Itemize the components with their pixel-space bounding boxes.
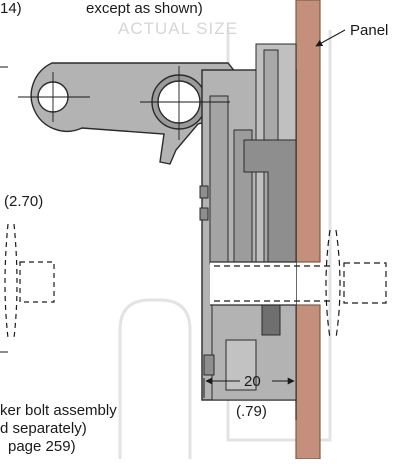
bottom-dimension-mm: 20 (244, 373, 261, 390)
bolt-through (214, 229, 387, 339)
center-lines (18, 66, 230, 140)
dimension-bottom (203, 377, 297, 420)
panel-label: Panel (350, 22, 389, 39)
rocker-bolt-left (4, 223, 55, 339)
bottom-dimension-in: (.79) (236, 403, 267, 420)
panel (295, 0, 321, 460)
header-center-fragment: except as shown) (86, 0, 203, 17)
header-left-fragment: 14) (0, 0, 22, 17)
note-line-2: d separately) (0, 420, 87, 437)
note-line-1: ker bolt assembly (0, 402, 117, 419)
actual-size-watermark: ACTUAL SIZE (118, 19, 238, 38)
panel-leader-line (315, 29, 346, 47)
note-line-3: page 259) (8, 438, 76, 455)
side-dimension-label: (2.70) (4, 193, 44, 210)
latch-housing (199, 43, 297, 401)
